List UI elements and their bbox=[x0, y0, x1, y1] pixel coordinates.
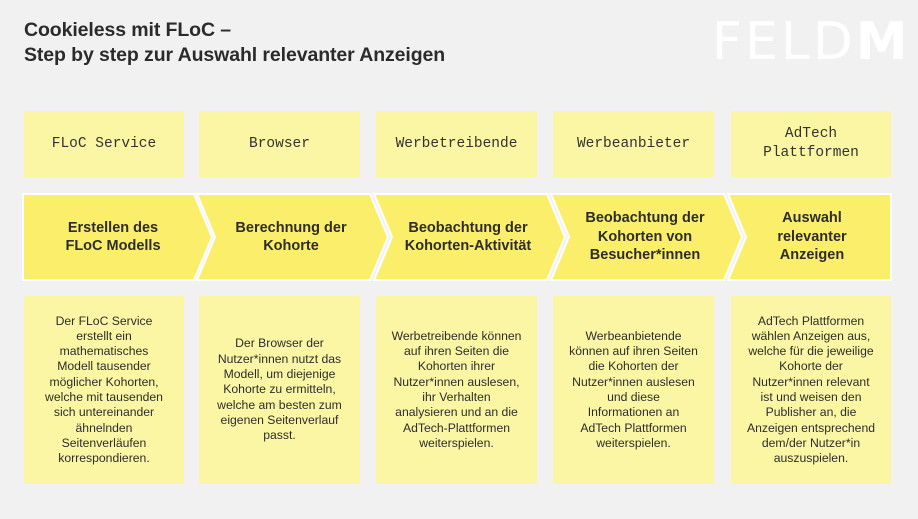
page-title: Cookieless mit FLoC – Step by step zur A… bbox=[24, 18, 445, 68]
column-header-werbetreibende: Werbetreibende bbox=[376, 111, 537, 177]
title-line-1: Cookieless mit FLoC – bbox=[24, 19, 232, 41]
description-werbetreibende: Werbetreibende können auf ihren Seiten d… bbox=[376, 296, 537, 484]
description-werbeanbieter: Werbeanbietende können auf ihren Seiten … bbox=[553, 296, 714, 484]
feldm-logo: FELDM bbox=[712, 14, 911, 70]
description-adtech-plattformen: AdTech Plattformen wählen Anzeigen aus, … bbox=[731, 296, 891, 484]
column-header-browser: Browser bbox=[199, 111, 360, 177]
process-arrow-5 bbox=[726, 193, 892, 281]
column-header-adtech-plattformen: AdTech Plattformen bbox=[731, 111, 891, 177]
step-label-5: Auswahl relevanter Anzeigen bbox=[777, 210, 847, 264]
process-arrow-4 bbox=[549, 193, 744, 281]
column-header-floc-service: FLoC Service bbox=[24, 111, 184, 177]
logo-text-bold: M bbox=[855, 12, 911, 72]
description-floc-service: Der FLoC Service erstellt ein mathematis… bbox=[24, 296, 184, 484]
step-label-3: Beobachtung der Kohorten-Aktivität bbox=[404, 219, 532, 255]
process-arrow-2 bbox=[195, 193, 390, 281]
step-label-4: Beobachtung der Kohorten von Besucher*in… bbox=[585, 210, 705, 264]
process-arrow-1 bbox=[22, 193, 214, 281]
column-header-werbeanbieter: Werbeanbieter bbox=[553, 111, 714, 177]
logo-text-thin: FELD bbox=[712, 12, 856, 72]
step-label-1: Erstellen des FLoC Modells bbox=[65, 219, 161, 255]
step-label-2: Berechnung der Kohorte bbox=[235, 219, 347, 255]
description-browser: Der Browser der Nutzer*innen nutzt das M… bbox=[199, 296, 360, 484]
process-arrow-3 bbox=[372, 193, 567, 281]
title-line-2: Step by step zur Auswahl relevanter Anze… bbox=[24, 44, 446, 66]
